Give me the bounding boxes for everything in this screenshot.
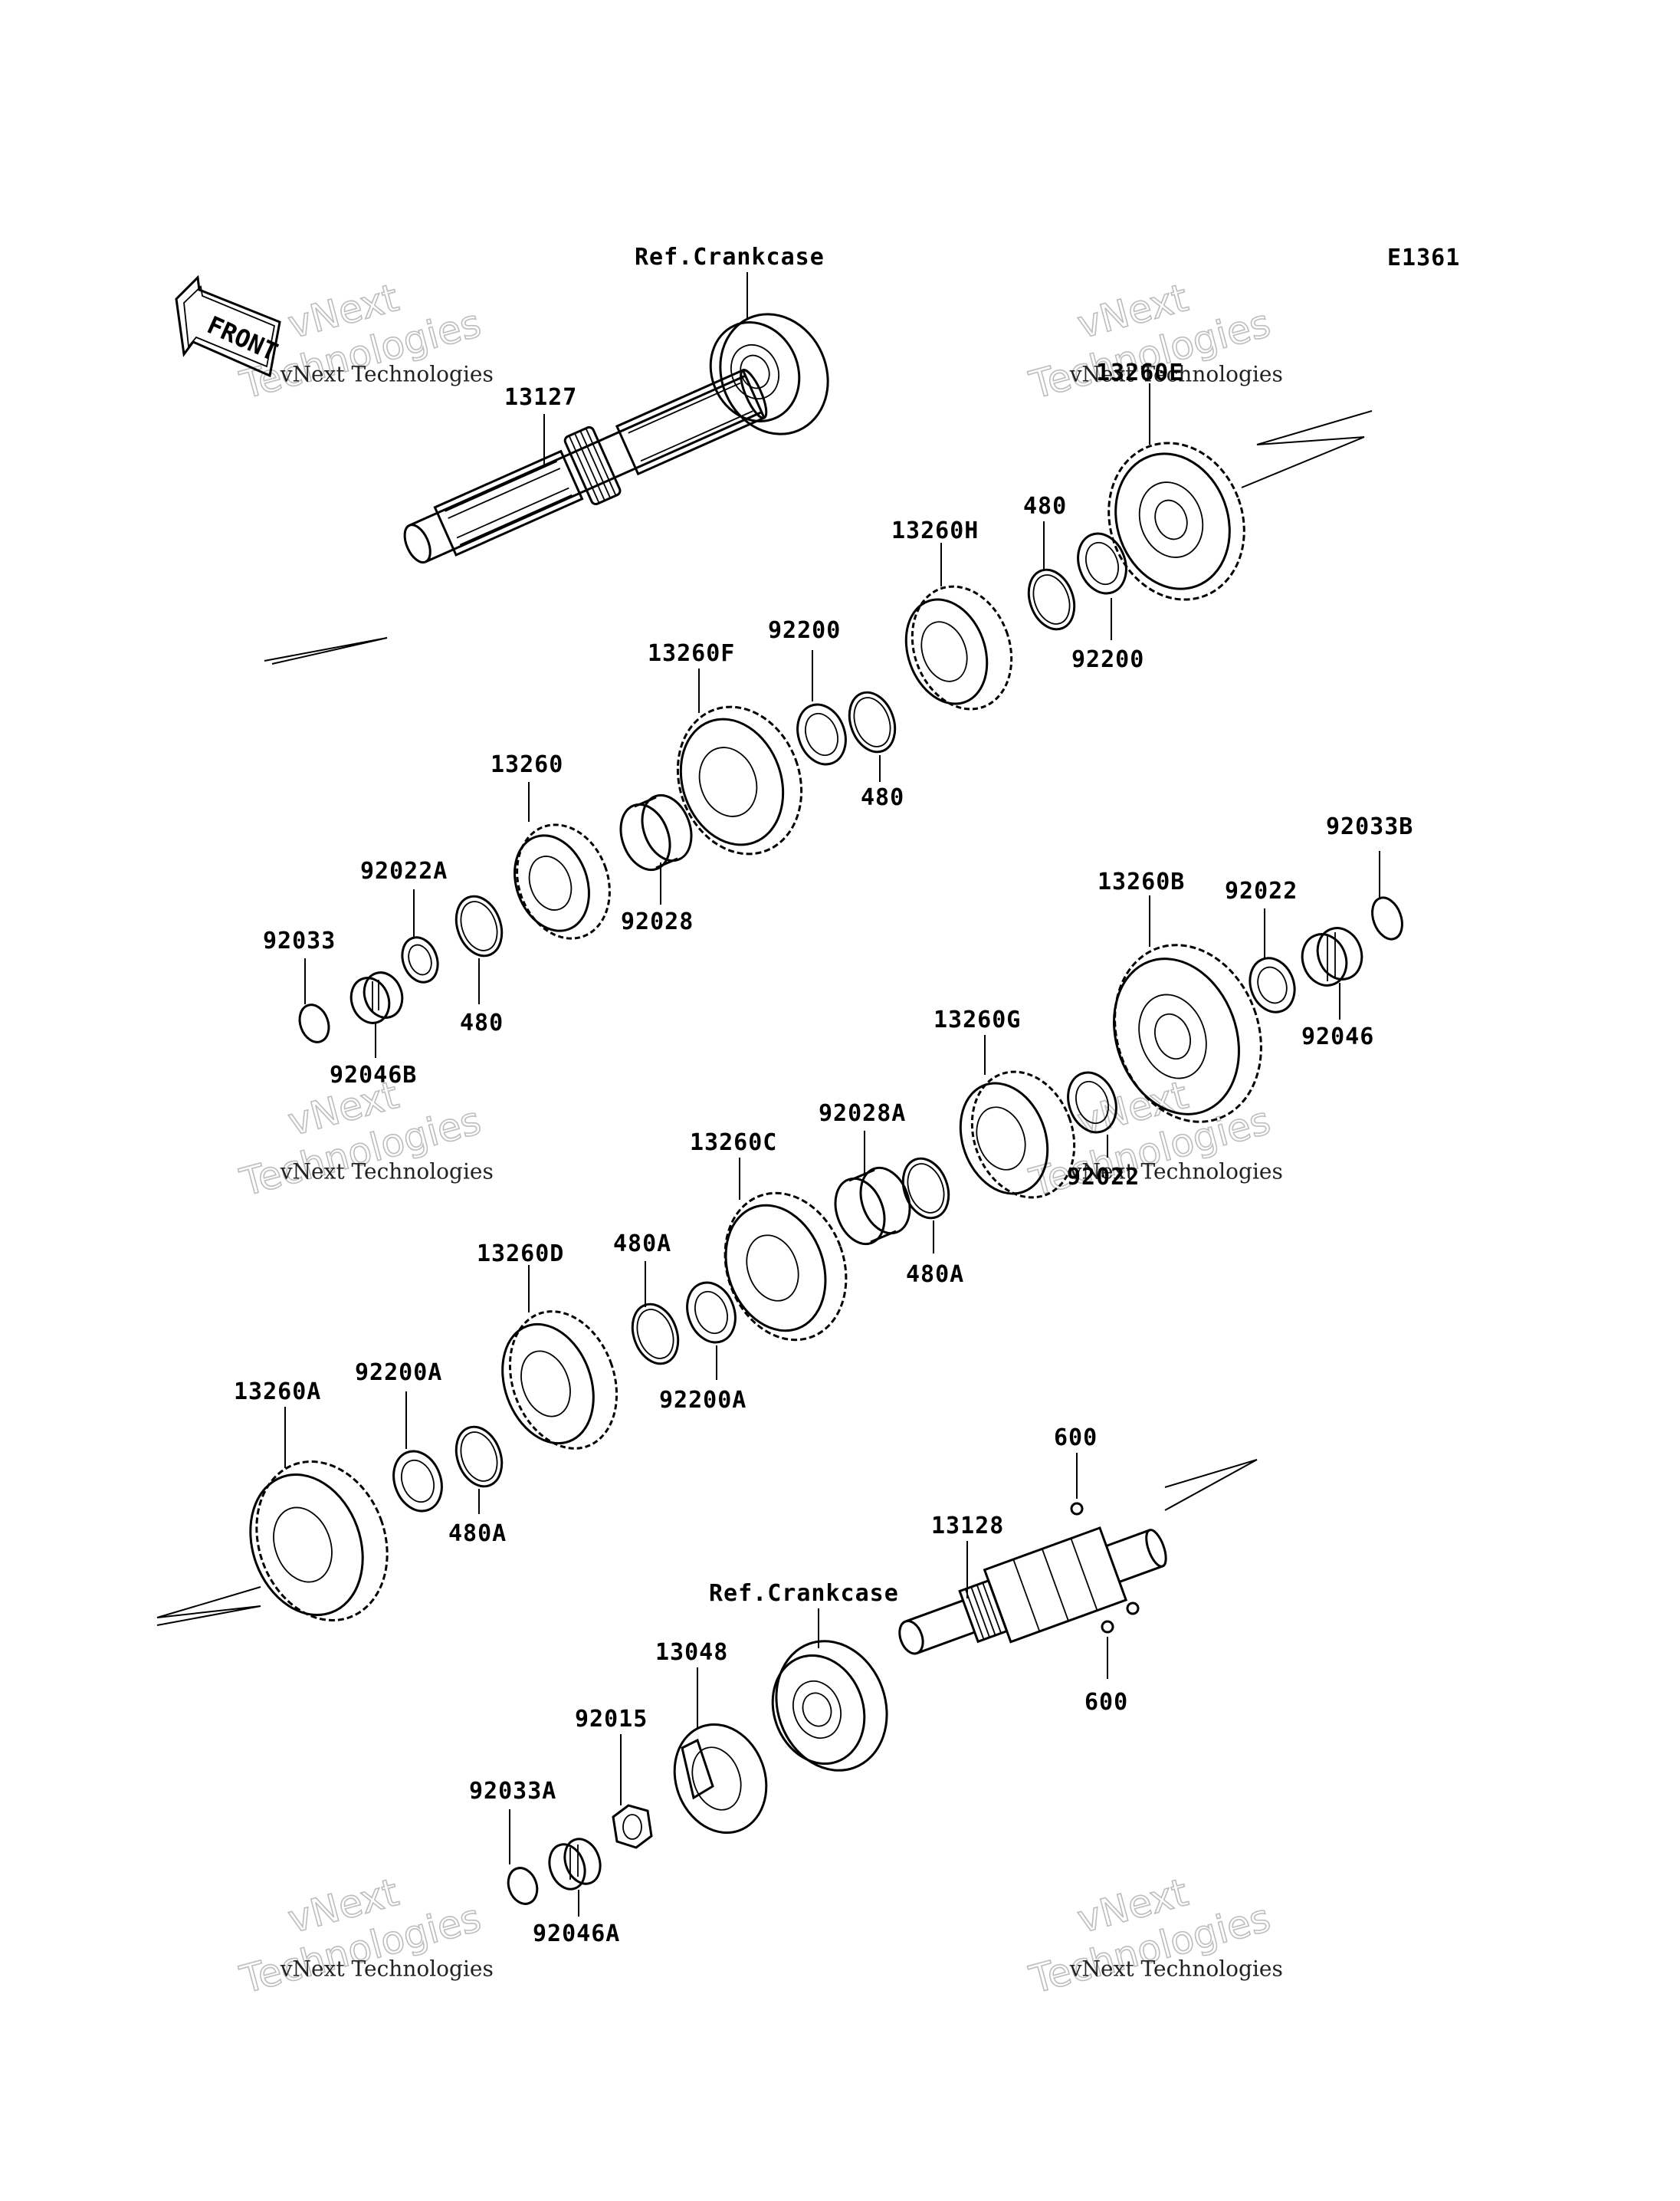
circlip-480A-a[interactable] <box>895 1152 956 1224</box>
watermark-caption: vNext Technologies <box>280 1158 494 1184</box>
diagram-code: E1361 <box>1387 245 1460 271</box>
gear-13260G[interactable] <box>946 1057 1091 1212</box>
watermark-caption: vNext Technologies <box>1069 361 1283 386</box>
washer-92022A[interactable] <box>396 932 444 987</box>
needle-bearing-92046A[interactable] <box>543 1834 606 1894</box>
watermark-caption: vNext Technologies <box>1069 1158 1283 1184</box>
label-600-b: 600 <box>1084 1689 1128 1716</box>
label-92046: 92046 <box>1301 1023 1374 1050</box>
label-92033B: 92033B <box>1326 813 1413 840</box>
label-480-c: 480 <box>460 1010 504 1036</box>
watermark-mid-right: vNext Technologies vNext Technologies <box>1024 1072 1283 1205</box>
circlip-92033B[interactable] <box>1367 894 1408 944</box>
watermark-caption: vNext Technologies <box>1069 1956 1283 1981</box>
label-92028: 92028 <box>621 908 694 935</box>
label-92022-b: 92022 <box>1067 1164 1140 1191</box>
washer-92200A-b[interactable] <box>386 1444 450 1518</box>
needle-bearing-92046B[interactable] <box>345 967 409 1029</box>
label-92022A: 92022A <box>360 858 448 885</box>
gear-13260E[interactable] <box>1088 424 1266 619</box>
needle-bearing-92046[interactable] <box>1295 921 1369 991</box>
input-shaft-axis <box>264 410 1373 665</box>
label-92200-a: 92200 <box>1071 646 1144 673</box>
washer-92022-a[interactable] <box>1242 952 1301 1019</box>
label-13260G: 13260G <box>934 1007 1021 1033</box>
ball-600-a[interactable] <box>1070 1502 1084 1516</box>
axis-line-left <box>156 1586 261 1626</box>
circlip-480A-b[interactable] <box>625 1298 686 1370</box>
gear-13260F[interactable] <box>658 689 822 872</box>
label-13048: 13048 <box>655 1639 728 1666</box>
output-shaft-axis <box>1164 1459 1258 1511</box>
bearing-bottom <box>771 1640 888 1772</box>
label-13260B: 13260B <box>1098 869 1185 895</box>
label-13260E: 13260E <box>1096 360 1183 386</box>
gear-13260D[interactable] <box>487 1296 635 1464</box>
label-92033A: 92033A <box>469 1778 556 1805</box>
label-92046A: 92046A <box>533 1920 620 1947</box>
bearing-top <box>709 313 829 435</box>
label-480-a: 480 <box>1023 493 1067 520</box>
ball-600-c[interactable] <box>1101 1620 1114 1634</box>
washer-92022-b[interactable] <box>1060 1066 1124 1139</box>
circlip-92033[interactable] <box>295 1000 334 1046</box>
label-92200-b: 92200 <box>768 617 841 644</box>
label-480A-b: 480A <box>613 1230 671 1257</box>
nut-92015[interactable] <box>612 1804 653 1849</box>
label-92200A-a: 92200A <box>659 1387 746 1414</box>
label-13260F: 13260F <box>648 640 735 667</box>
washer-92200-b[interactable] <box>789 698 854 771</box>
label-600-a: 600 <box>1054 1424 1098 1451</box>
gear-13260H[interactable] <box>892 573 1028 724</box>
watermark-top-right: vNext Technologies vNext Technologies <box>1024 274 1283 408</box>
gear-13260C[interactable] <box>705 1176 866 1357</box>
gear-13260B[interactable] <box>1091 925 1285 1143</box>
label-92046B: 92046B <box>330 1062 417 1089</box>
label-92033: 92033 <box>263 928 336 954</box>
input-shaft-13127[interactable] <box>392 357 775 582</box>
label-13260D: 13260D <box>477 1240 564 1267</box>
watermark-bottom-left: vNext Technologies vNext Technologies <box>235 1869 494 2002</box>
label-13260C: 13260C <box>690 1129 777 1156</box>
washer-92200A-a[interactable] <box>679 1276 743 1349</box>
label-480-b: 480 <box>861 784 904 811</box>
label-92015: 92015 <box>575 1706 648 1733</box>
label-13127: 13127 <box>504 384 577 411</box>
output-shaft-13128[interactable] <box>888 1509 1176 1677</box>
label-480A-c: 480A <box>448 1520 507 1547</box>
gear-13260[interactable] <box>502 812 625 952</box>
bushing-92028A[interactable] <box>827 1161 918 1250</box>
label-92200A-b: 92200A <box>355 1359 442 1386</box>
label-13128: 13128 <box>931 1513 1004 1539</box>
circlip-480-c[interactable] <box>448 890 510 962</box>
watermark-caption: vNext Technologies <box>280 361 494 386</box>
watermark-caption: vNext Technologies <box>280 1956 494 1981</box>
label-480A-a: 480A <box>906 1261 964 1288</box>
label-13260A: 13260A <box>234 1378 321 1405</box>
circlip-480-b[interactable] <box>842 686 903 758</box>
label-92028A: 92028A <box>819 1100 906 1127</box>
label-ref-crankcase-top: Ref.Crankcase <box>635 244 825 271</box>
circlip-92033A[interactable] <box>504 1864 542 1907</box>
label-92022-a: 92022 <box>1225 878 1298 905</box>
part-13048[interactable] <box>660 1712 781 1846</box>
label-ref-crankcase-bottom: Ref.Crankcase <box>709 1580 899 1607</box>
circlip-480A-c[interactable] <box>448 1421 510 1493</box>
watermark-bottom-right: vNext Technologies vNext Technologies <box>1024 1869 1283 2002</box>
bushing-92028[interactable] <box>612 788 700 876</box>
gear-13260A[interactable] <box>231 1443 409 1638</box>
washer-92200-a[interactable] <box>1070 527 1134 600</box>
label-13260: 13260 <box>491 751 563 778</box>
front-arrow-icon: FRONT <box>175 274 282 378</box>
label-13260H: 13260H <box>891 517 979 544</box>
circlip-480-a[interactable] <box>1021 563 1082 636</box>
ball-600-b[interactable] <box>1126 1601 1140 1615</box>
